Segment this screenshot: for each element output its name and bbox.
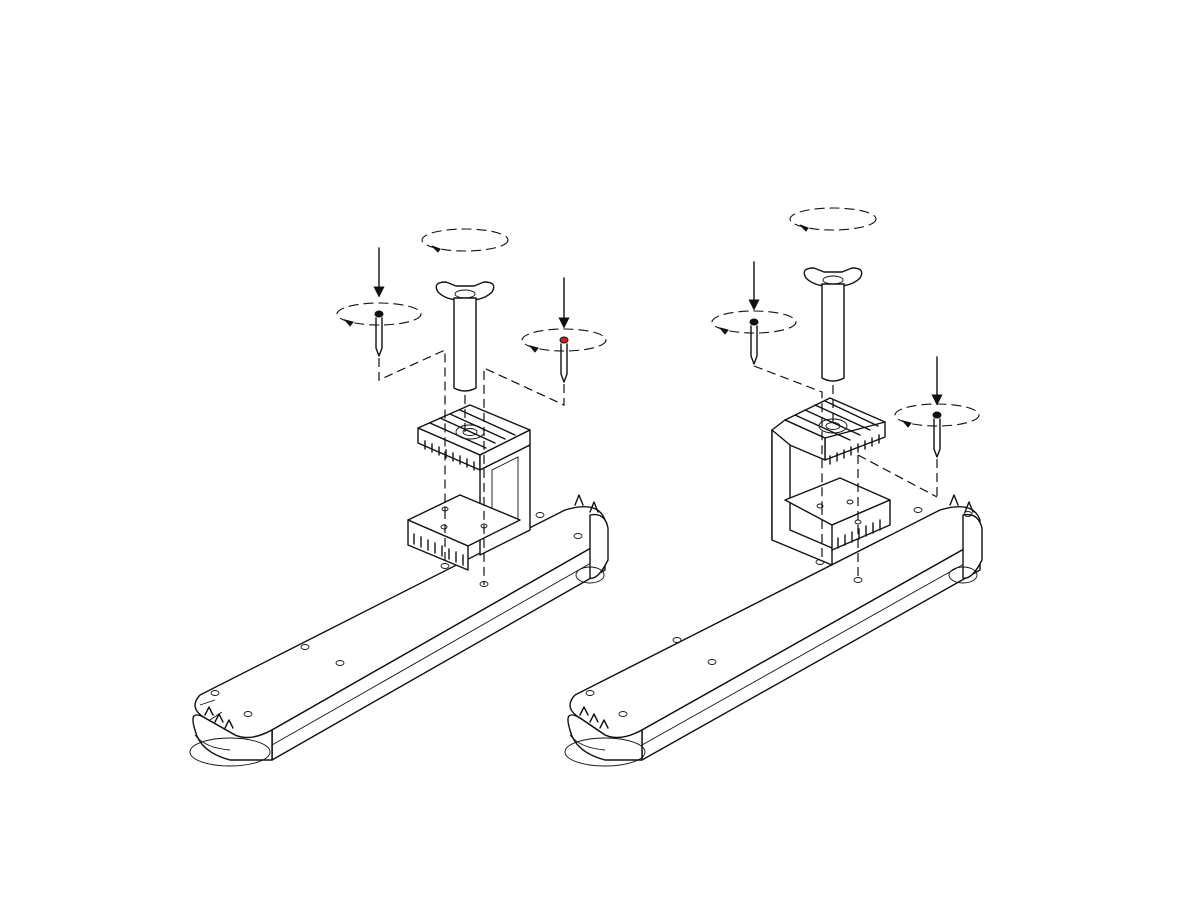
mount-variant-left	[189, 228, 609, 767]
rotation-indicator-knob-right	[789, 207, 877, 232]
rail-body-left	[189, 494, 609, 767]
screw-right-a	[711, 261, 797, 365]
screw-left-b	[521, 277, 607, 383]
rail-body-right	[564, 494, 983, 767]
clamp-bracket-right	[771, 397, 891, 566]
screw-left-a	[336, 247, 422, 357]
rotation-indicator-knob-left	[421, 228, 509, 253]
clamp-bracket-left	[407, 404, 531, 571]
mount-variant-right	[564, 207, 983, 767]
thumb-screw-left	[435, 281, 495, 392]
screw-right-b	[894, 356, 980, 458]
alignment-lines-right	[753, 365, 938, 580]
alignment-lines-left	[378, 349, 565, 585]
thumb-screw-right	[803, 267, 863, 382]
